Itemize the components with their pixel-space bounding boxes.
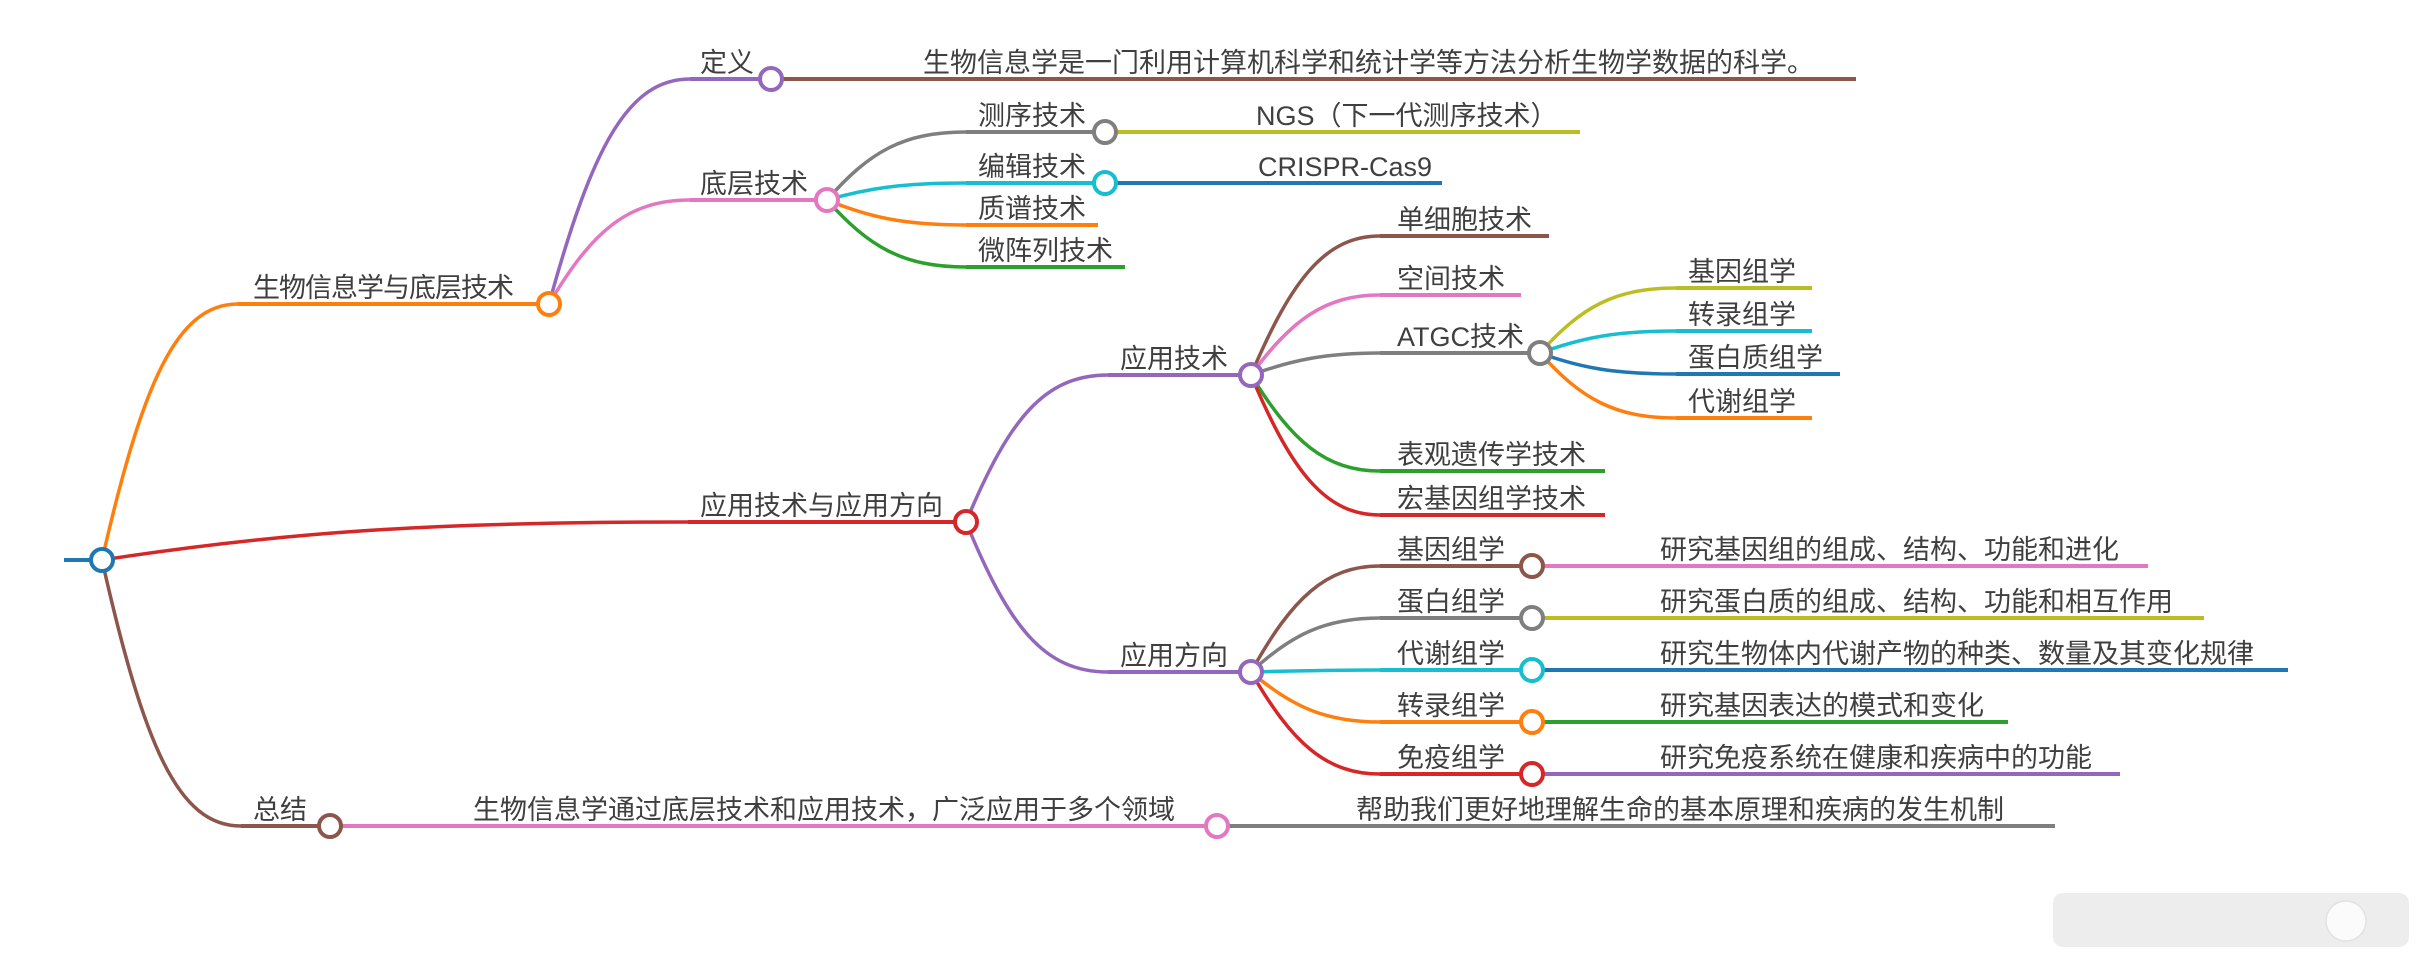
link-root-to-bioinfo-underlying-tech [100, 302, 240, 562]
link-to-definition [547, 77, 692, 306]
watermark [2053, 893, 2409, 947]
link-to-epigenetics-tech [1249, 373, 1382, 473]
link-root-to-summary [100, 558, 243, 828]
node-transcriptomics-dir[interactable]: 转录组学 [1397, 691, 1505, 721]
link-to-genomics-dir [1249, 564, 1382, 674]
link-to-metabolomics-dir [1249, 668, 1382, 674]
node-atgc-metabolomics[interactable]: 代谢组学 [1688, 387, 1796, 417]
node-atgc-tech[interactable]: ATGC技术 [1397, 322, 1524, 352]
node-application-tech-and-directions[interactable]: 应用技术与应用方向 [700, 491, 943, 521]
link-to-immunomics-dir [1249, 670, 1382, 776]
immunomics-dir-handle[interactable] [1519, 761, 1545, 787]
link-to-mass-spec-tech [825, 198, 968, 227]
link-to-application-directions [964, 520, 1110, 674]
node-immunomics-dir[interactable]: 免疫组学 [1397, 743, 1505, 773]
node-metabolomics-dir-desc[interactable]: 研究生物体内代谢产物的种类、数量及其变化规律 [1660, 639, 2254, 669]
node-summary[interactable]: 总结 [253, 795, 307, 825]
link-to-editing-tech [825, 181, 968, 202]
link-to-atgc-tech [1249, 351, 1382, 377]
node-single-cell-tech[interactable]: 单细胞技术 [1397, 205, 1532, 235]
node-crispr-cas9[interactable]: CRISPR-Cas9 [1258, 152, 1432, 182]
link-to-application-tech [964, 373, 1110, 524]
node-editing-tech[interactable]: 编辑技术 [978, 152, 1086, 182]
node-application-directions[interactable]: 应用方向 [1120, 641, 1228, 671]
node-underlying-tech[interactable]: 底层技术 [700, 169, 808, 199]
link-to-single-cell-tech [1249, 234, 1382, 377]
node-bioinfo-underlying-tech[interactable]: 生物信息学与底层技术 [253, 273, 514, 303]
node-epigenetics-tech[interactable]: 表观遗传学技术 [1397, 440, 1586, 470]
root-node-handle[interactable] [89, 547, 115, 573]
node-metabolomics-dir[interactable]: 代谢组学 [1397, 639, 1505, 669]
watermark-logo-icon [2325, 900, 2367, 942]
mindmap-labels: 生物信息学与底层技术 定义 生物信息学是一门利用计算机科学和统计学等方法分析生物… [253, 48, 2254, 825]
node-summary-desc-2[interactable]: 帮助我们更好地理解生命的基本原理和疾病的发生机制 [1356, 795, 2004, 825]
summary-handle[interactable] [317, 813, 343, 839]
definition-handle[interactable] [758, 66, 784, 92]
mindmap-underlines [64, 77, 2288, 828]
link-to-atgc-transcriptomics [1538, 329, 1678, 355]
node-definition[interactable]: 定义 [700, 48, 754, 78]
application-directions-handle[interactable] [1238, 659, 1264, 685]
link-to-underlying-tech [547, 198, 692, 306]
node-atgc-transcriptomics[interactable]: 转录组学 [1688, 300, 1796, 330]
link-to-microarray-tech [825, 198, 968, 269]
node-atgc-genomics[interactable]: 基因组学 [1688, 257, 1796, 287]
link-to-atgc-proteomics [1538, 351, 1678, 376]
node-immunomics-dir-desc[interactable]: 研究免疫系统在健康和疾病中的功能 [1660, 743, 2092, 773]
node-microarray-tech[interactable]: 微阵列技术 [978, 236, 1113, 266]
node-atgc-proteomics[interactable]: 蛋白质组学 [1688, 343, 1823, 373]
underlying-tech-handle[interactable] [814, 187, 840, 213]
mindmap-node-handles [89, 66, 1553, 839]
link-to-transcriptomics-dir [1249, 670, 1382, 724]
node-summary-desc[interactable]: 生物信息学通过底层技术和应用技术，广泛应用于多个领域 [473, 795, 1175, 825]
link-to-metagenomics-tech [1249, 373, 1382, 517]
link-to-atgc-metabolomics [1538, 351, 1678, 420]
sequencing-tech-handle[interactable] [1092, 119, 1118, 145]
node-spatial-tech[interactable]: 空间技术 [1397, 264, 1505, 294]
link-to-atgc-genomics [1538, 286, 1678, 355]
node-genomics-dir-desc[interactable]: 研究基因组的组成、结构、功能和进化 [1660, 535, 2119, 565]
node-definition-desc[interactable]: 生物信息学是一门利用计算机科学和统计学等方法分析生物学数据的科学。 [923, 48, 1814, 78]
application-tech-and-directions-handle[interactable] [953, 509, 979, 535]
node-proteomics-dir-desc[interactable]: 研究蛋白质的组成、结构、功能和相互作用 [1660, 587, 2173, 617]
node-mass-spec-tech[interactable]: 质谱技术 [978, 194, 1086, 224]
link-to-proteomics-dir [1249, 616, 1382, 674]
node-metagenomics-tech[interactable]: 宏基因组学技术 [1397, 484, 1586, 514]
node-transcriptomics-dir-desc[interactable]: 研究基因表达的模式和变化 [1660, 691, 1984, 721]
node-ngs[interactable]: NGS（下一代测序技术） [1256, 101, 1558, 131]
atgc-tech-handle[interactable] [1527, 340, 1553, 366]
link-to-spatial-tech [1249, 293, 1382, 377]
link-root-to-application-tech-and-directions [100, 520, 690, 562]
node-application-tech[interactable]: 应用技术 [1120, 344, 1228, 374]
transcriptomics-dir-handle[interactable] [1519, 709, 1545, 735]
summary-desc-handle[interactable] [1204, 813, 1230, 839]
watermark-background [2053, 893, 2409, 947]
genomics-dir-handle[interactable] [1519, 553, 1545, 579]
link-to-sequencing-tech [825, 130, 968, 202]
node-genomics-dir[interactable]: 基因组学 [1397, 535, 1505, 565]
metabolomics-dir-handle[interactable] [1519, 657, 1545, 683]
node-sequencing-tech[interactable]: 测序技术 [978, 101, 1086, 131]
node-proteomics-dir[interactable]: 蛋白组学 [1397, 587, 1505, 617]
application-tech-handle[interactable] [1238, 362, 1264, 388]
editing-tech-handle[interactable] [1092, 170, 1118, 196]
bioinfo-underlying-tech-handle[interactable] [536, 291, 562, 317]
proteomics-dir-handle[interactable] [1519, 605, 1545, 631]
mindmap-links [100, 77, 1678, 828]
